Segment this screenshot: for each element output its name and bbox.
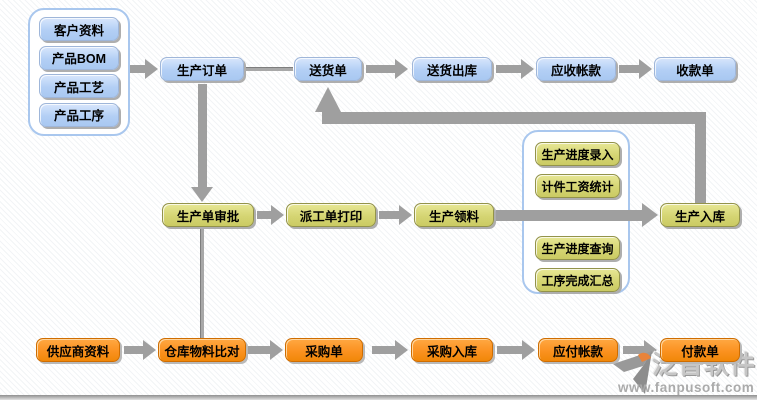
node-purchase-order: 采购单 (285, 338, 363, 362)
node-purchase-inbound: 采购入库 (411, 338, 493, 362)
node-material-requisition: 生产领料 (414, 203, 494, 227)
arrow-purchase-inbound-to-accounts-payable (497, 340, 535, 360)
node-dispatch-print: 派工单打印 (286, 203, 376, 227)
connector-feedback-vertical (695, 112, 706, 203)
arrow-supplier-to-warehouse-check (124, 340, 156, 360)
node-progress-entry: 生产进度录入 (535, 142, 620, 166)
master-data-panel: 客户资料 产品BOM 产品工艺 产品工序 (28, 8, 130, 136)
arrowhead-feedback-to-delivery-note (315, 87, 341, 112)
node-accounts-payable: 应付帐款 (538, 338, 618, 362)
node-production-inbound: 生产入库 (660, 203, 740, 227)
connector-approval-to-warehouse-check (200, 229, 204, 338)
node-accounts-receivable: 应收帐款 (536, 57, 616, 81)
arrow-masterpanel-to-production-order (130, 59, 158, 79)
arrow-accounts-receivable-to-receipt (619, 59, 652, 79)
node-supplier-data: 供应商资料 (36, 338, 120, 362)
node-product-procedure: 产品工序 (39, 102, 119, 127)
arrow-dispatch-print-to-material-requisition (379, 205, 412, 225)
arrow-delivery-outbound-to-accounts-receivable (496, 59, 534, 79)
arrow-production-order-to-approval (191, 84, 213, 202)
arrow-approval-to-dispatch-print (257, 205, 284, 225)
node-payment-slip: 付款单 (660, 338, 740, 362)
node-process-completion-summary: 工序完成汇总 (535, 268, 620, 292)
watermark-url: www.fanpusoft.com (618, 380, 755, 395)
node-progress-query: 生产进度查询 (535, 236, 620, 260)
node-product-bom: 产品BOM (39, 45, 119, 70)
node-piecework-salary-stats: 计件工资统计 (535, 174, 620, 198)
node-delivery-note: 送货单 (294, 57, 362, 81)
arrow-purchase-order-to-purchase-inbound (372, 340, 408, 360)
node-warehouse-material-check: 仓库物料比对 (158, 338, 246, 362)
node-delivery-outbound: 送货出库 (412, 57, 492, 81)
arrow-material-requisition-to-production-inbound (496, 203, 658, 227)
connector-feedback-horizontal (322, 112, 706, 124)
arrow-warehouse-check-to-purchase-order (248, 340, 283, 360)
node-product-craft: 产品工艺 (39, 74, 119, 99)
node-receipt: 收款单 (654, 57, 736, 81)
arrow-delivery-note-to-delivery-outbound (366, 59, 408, 79)
fanpu-logo-icon (613, 351, 652, 394)
node-production-order: 生产订单 (160, 57, 244, 81)
page-bottom-edge (0, 395, 757, 400)
node-production-approval: 生产单审批 (162, 203, 254, 227)
node-customer-data: 客户资料 (39, 17, 119, 41)
connector-production-order-to-delivery-note (246, 67, 293, 71)
